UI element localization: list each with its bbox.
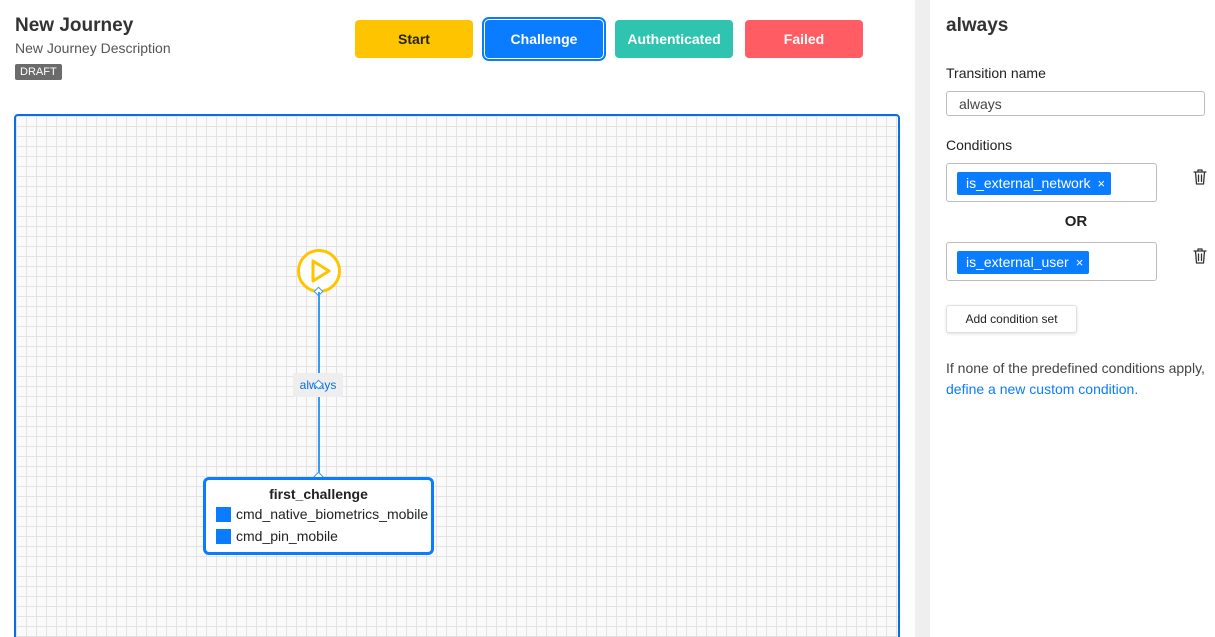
authenticated-node-button[interactable]: Authenticated — [615, 20, 733, 58]
condition-set-input[interactable]: is_external_network × — [946, 163, 1157, 202]
panel-title: always — [946, 15, 1009, 36]
method-square-icon — [216, 528, 231, 544]
start-node[interactable] — [297, 249, 341, 293]
trash-icon[interactable] — [1192, 247, 1208, 265]
failed-node-button[interactable]: Failed — [745, 20, 863, 58]
condition-chip: is_external_network × — [957, 172, 1112, 195]
challenge-node[interactable]: first_challenge cmd_native_biometrics_mo… — [203, 477, 434, 555]
play-icon — [311, 259, 331, 283]
help-text-body: If none of the predefined conditions app… — [946, 360, 1205, 376]
custom-condition-link[interactable]: define a new custom condition. — [946, 381, 1139, 397]
condition-set-input[interactable]: is_external_user × — [946, 242, 1157, 281]
condition-chip-label: is_external_user — [966, 254, 1069, 270]
add-condition-set-button[interactable]: Add condition set — [946, 305, 1077, 333]
method-item: cmd_native_biometrics_mobile — [216, 506, 428, 522]
journey-canvas[interactable]: always first_challenge cmd_native_biomet… — [14, 114, 900, 637]
status-badge: DRAFT — [15, 64, 62, 80]
remove-chip-icon[interactable]: × — [1075, 255, 1084, 270]
journey-header: New Journey New Journey Description DRAF… — [0, 0, 915, 100]
or-separator: OR — [1064, 213, 1088, 230]
start-node-button[interactable]: Start — [355, 20, 473, 58]
journey-description: New Journey Description — [15, 40, 171, 56]
trash-icon[interactable] — [1192, 168, 1208, 186]
method-item: cmd_pin_mobile — [216, 528, 338, 544]
remove-chip-icon[interactable]: × — [1097, 176, 1106, 191]
challenge-node-button[interactable]: Challenge — [485, 20, 603, 58]
method-label: cmd_native_biometrics_mobile — [236, 506, 429, 522]
transition-panel: always Transition name Conditions is_ext… — [930, 0, 1215, 637]
journey-title: New Journey — [15, 15, 134, 36]
panel-divider — [915, 0, 930, 637]
method-square-icon — [216, 506, 231, 522]
conditions-label: Conditions — [946, 137, 1013, 153]
condition-chip-label: is_external_network — [966, 175, 1091, 191]
method-label: cmd_pin_mobile — [236, 528, 338, 544]
transition-name-label: Transition name — [946, 65, 1046, 81]
transition-name-input[interactable] — [946, 91, 1205, 116]
condition-chip: is_external_user × — [957, 251, 1090, 274]
help-text: If none of the predefined conditions app… — [946, 358, 1208, 400]
challenge-node-title: first_challenge — [269, 486, 368, 502]
